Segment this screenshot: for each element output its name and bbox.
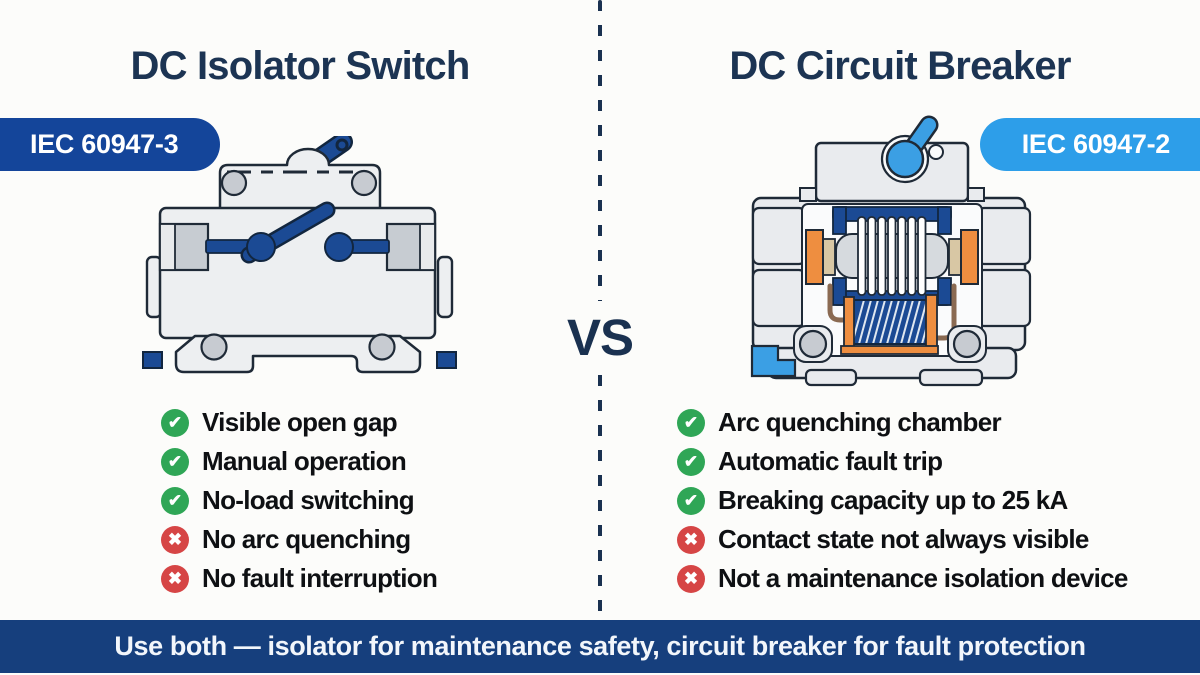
dc-circuit-breaker-illustration — [750, 115, 1032, 387]
terminal-block-left — [158, 222, 210, 272]
screw-icon — [200, 333, 228, 361]
right-standard-badge: IEC 60947-2 — [979, 118, 1200, 171]
feature-label: Manual operation — [202, 446, 407, 476]
right-title: DC Circuit Breaker — [729, 44, 1071, 88]
din-clip-left — [142, 351, 163, 369]
feature-item: ✖ No arc quenching — [161, 520, 437, 559]
check-icon: ✔ — [161, 447, 189, 476]
right-feature-list: ✔ Arc quenching chamber ✔ Automatic fault t… — [677, 403, 1128, 598]
feature-item: ✖ Contact state not always visible — [677, 520, 1128, 559]
feature-item: ✖ Not a maintenance isolation device — [677, 559, 1128, 598]
feature-label: Automatic fault trip — [718, 446, 943, 476]
feature-item: ✔ Arc quenching chamber — [677, 403, 1128, 442]
footer-banner: Use both — isolator for maintenance safe… — [0, 620, 1200, 673]
feature-item: ✔ Automatic fault trip — [677, 442, 1128, 481]
feature-label: Contact state not always visible — [718, 524, 1089, 554]
terminal-block-right — [385, 222, 437, 272]
dc-isolator-switch-illustration — [142, 136, 457, 374]
screw-icon — [798, 329, 828, 359]
cross-icon: ✖ — [161, 525, 189, 554]
vs-label: VS — [556, 301, 644, 373]
left-feature-list: ✔ Visible open gap ✔ Manual operation ✔ No-lo… — [161, 403, 438, 598]
screw-icon — [350, 169, 378, 197]
check-icon: ✔ — [161, 408, 189, 437]
wire-left — [827, 283, 853, 323]
check-icon: ✔ — [677, 486, 705, 515]
screw-icon — [368, 333, 396, 361]
feature-label: No arc quenching — [202, 524, 411, 554]
screw-icon — [952, 329, 982, 359]
left-standard-badge: IEC 60947-3 — [0, 118, 221, 171]
feature-item: ✔ Breaking capacity up to 25 kA — [677, 481, 1128, 520]
cross-icon: ✖ — [677, 525, 705, 554]
open-contact-gap — [205, 201, 390, 264]
feature-label: No fault interruption — [202, 563, 438, 593]
feature-label: No-load switching — [202, 485, 415, 515]
breaker-toggle-lever-icon — [880, 115, 944, 184]
feature-item: ✔ No-load switching — [161, 481, 437, 520]
feature-item: ✖ No fault interruption — [161, 559, 438, 598]
mount-step — [750, 344, 797, 378]
arc-quenching-chamber — [805, 206, 979, 306]
feature-item: ✔ Manual operation — [161, 442, 437, 481]
check-icon: ✔ — [677, 408, 705, 437]
feature-item: ✔ Visible open gap — [161, 403, 437, 442]
trip-coil — [840, 294, 939, 355]
feature-label: Breaking capacity up to 25 kA — [718, 485, 1068, 515]
cross-icon: ✖ — [161, 564, 189, 593]
screw-icon — [220, 169, 248, 197]
din-clip-right — [436, 351, 457, 369]
check-icon: ✔ — [161, 486, 189, 515]
check-icon: ✔ — [677, 447, 705, 476]
feature-label: Visible open gap — [202, 407, 398, 437]
left-title: DC Isolator Switch — [130, 44, 471, 88]
feature-label: Not a maintenance isolation device — [718, 563, 1128, 593]
feature-label: Arc quenching chamber — [718, 407, 1002, 437]
cross-icon: ✖ — [677, 564, 705, 593]
